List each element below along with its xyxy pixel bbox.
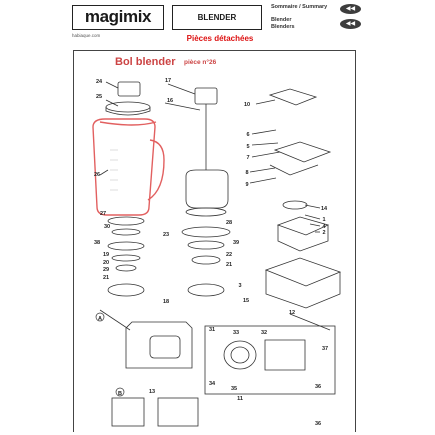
svg-text:14: 14 [321, 206, 328, 212]
svg-text:15: 15 [243, 298, 249, 304]
svg-text:21: 21 [103, 275, 109, 281]
svg-text:23: 23 [163, 232, 169, 238]
nav-blenders-link[interactable]: Blenders [271, 24, 295, 30]
section-title: Pièces détachées [186, 34, 254, 43]
svg-text:6: 6 [246, 132, 249, 138]
svg-text:5: 5 [246, 144, 249, 150]
svg-text:36: 36 [315, 421, 321, 427]
svg-text:11: 11 [237, 396, 243, 402]
svg-text:28: 28 [226, 220, 232, 226]
measuring-cap [117, 81, 141, 97]
brand-logo: magimix [84, 7, 152, 26]
svg-text:33: 33 [233, 330, 239, 336]
svg-text:36: 36 [315, 384, 321, 390]
svg-text:27: 27 [100, 211, 106, 217]
product-title: BLENDER [197, 13, 237, 22]
svg-text:3: 3 [238, 283, 241, 289]
svg-text:7: 7 [246, 155, 249, 161]
svg-text:16: 16 [167, 98, 173, 104]
svg-text:4: 4 [322, 224, 326, 230]
diagram-title: Bol blender [115, 56, 176, 68]
nav-summary-link[interactable]: Sommaire / Summary [271, 4, 328, 10]
svg-text:39: 39 [233, 240, 239, 246]
svg-text:2: 2 [322, 230, 325, 236]
rewind-icon[interactable]: ◀◀ [340, 19, 361, 29]
svg-text:29: 29 [103, 267, 109, 273]
svg-text:9: 9 [245, 182, 248, 188]
svg-text:38: 38 [94, 240, 100, 246]
site-url: habiaque.com [72, 33, 101, 38]
svg-text:19: 19 [103, 252, 109, 258]
svg-text:17: 17 [165, 78, 171, 84]
svg-text:37: 37 [322, 346, 328, 352]
svg-text:B: B [118, 391, 122, 397]
nav-blender-link[interactable]: Blender [271, 17, 292, 23]
svg-text:1: 1 [322, 217, 325, 223]
svg-text:34: 34 [209, 381, 216, 387]
svg-text:32: 32 [261, 330, 267, 336]
blender-jar [92, 118, 165, 216]
svg-text:35: 35 [231, 386, 237, 392]
svg-text:13: 13 [149, 389, 155, 395]
svg-text:10: 10 [244, 102, 250, 108]
product-box: BLENDER [172, 5, 262, 30]
svg-text:26: 26 [94, 172, 100, 178]
svg-text:24: 24 [96, 79, 103, 85]
piece-number: pièce n°26 [184, 59, 217, 66]
svg-text:18: 18 [163, 299, 169, 305]
svg-text:21: 21 [226, 262, 232, 268]
svg-text:12: 12 [289, 310, 295, 316]
svg-text:A: A [98, 316, 102, 322]
brand-logo-box: magimix [72, 5, 164, 30]
svg-text:8: 8 [245, 170, 248, 176]
svg-text:31: 31 [209, 327, 215, 333]
diagram-frame [73, 50, 356, 432]
svg-text:22: 22 [226, 252, 232, 258]
svg-text:20: 20 [103, 260, 109, 266]
rewind-icon[interactable]: ◀◀ [340, 4, 361, 14]
svg-text:30: 30 [104, 224, 110, 230]
svg-text:25: 25 [96, 94, 102, 100]
